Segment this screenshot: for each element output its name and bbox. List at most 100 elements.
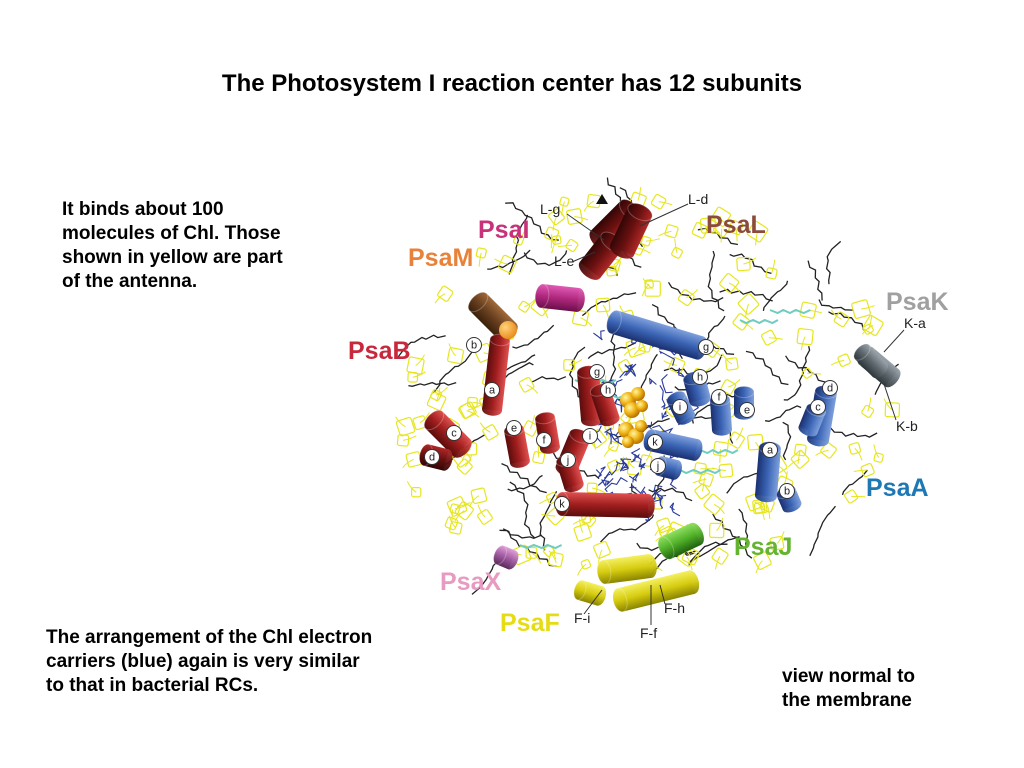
antenna-chl	[656, 517, 672, 534]
antenna-chl-tail	[524, 298, 537, 308]
slide-title: The Photosystem I reaction center has 12…	[221, 70, 803, 97]
antenna-chl	[710, 206, 732, 227]
antenna-chl-tail	[467, 404, 482, 411]
antenna-chl-tail	[603, 445, 614, 457]
antenna-chl	[446, 496, 468, 517]
antenna-chl-tail	[861, 325, 874, 335]
antenna-chl-tail	[654, 524, 665, 537]
lipid-chain	[471, 559, 500, 595]
lipid-chain	[697, 227, 739, 246]
helix-badge: k	[554, 496, 570, 512]
antenna-chl-tail	[860, 305, 875, 310]
antenna-chl	[426, 391, 447, 411]
lipid-chain	[825, 240, 842, 285]
helix-cylinder	[609, 202, 653, 259]
carrier-bond	[613, 398, 623, 413]
electron-carrier-note: The arrangement of the Chl electron carr…	[46, 626, 466, 698]
helix-cylinder	[573, 579, 607, 606]
antenna-chl	[801, 367, 813, 379]
lipid-chain	[762, 280, 789, 312]
label-psak: PsaK	[886, 288, 949, 316]
label-psaj: PsaJ	[734, 533, 792, 561]
antenna-chl-tail	[477, 504, 486, 518]
antenna-chl-tail	[766, 505, 771, 520]
label-f-f: F-f	[640, 625, 657, 641]
antenna-chl	[851, 299, 871, 319]
antenna-chl-tail	[646, 238, 661, 242]
antenna-chl	[699, 216, 717, 234]
helix-badge: f	[711, 389, 727, 405]
antenna-chl-tail	[658, 230, 672, 237]
note-line: to that in bacterial RCs.	[46, 675, 259, 696]
carrier-bond	[625, 365, 637, 377]
lipid-chain	[719, 288, 773, 302]
antenna-chl	[709, 522, 725, 539]
antenna-chl-tail	[611, 259, 621, 272]
helix-badge: c	[810, 399, 826, 415]
note-line: view normal to	[782, 666, 916, 687]
antenna-chl	[563, 359, 576, 371]
helix-badge: f	[536, 432, 552, 448]
antenna-chl-tail	[403, 435, 417, 441]
antenna-chl-tail	[714, 555, 721, 570]
antenna-chl	[430, 389, 443, 402]
antenna-chl-tail	[716, 517, 724, 531]
antenna-chl	[644, 280, 661, 297]
antenna-chl	[693, 462, 707, 476]
carrier-bond	[661, 411, 669, 420]
antenna-chl	[406, 356, 425, 375]
antenna-chl-tail	[602, 304, 609, 319]
helix-badge: a	[762, 442, 778, 458]
antenna-chl-tail	[713, 503, 725, 514]
label-psai: PsaI	[478, 216, 529, 244]
psam-cap	[499, 321, 517, 339]
antenna-chl	[593, 540, 611, 559]
carotenoid	[739, 318, 779, 325]
label-f-i: F-i	[574, 610, 590, 626]
antenna-chl	[664, 224, 679, 239]
carrier-bond	[595, 466, 606, 478]
antenna-chl-tail	[686, 289, 698, 298]
antenna-chl-tail	[623, 347, 636, 356]
lipid-chain	[783, 346, 811, 401]
lipid-chain	[581, 292, 637, 317]
antenna-chl-tail	[625, 456, 635, 469]
triangle-marker-icon	[596, 194, 608, 204]
antenna-chl-tail	[633, 345, 646, 356]
antenna-chl	[467, 396, 478, 408]
antenna-chl-tail	[720, 228, 723, 243]
svg-text:c: c	[451, 428, 457, 440]
svg-text:e: e	[744, 405, 750, 417]
helix-cylinder	[534, 283, 585, 312]
lipid-chain	[539, 491, 558, 551]
carotenoid	[679, 468, 721, 475]
label-psax: PsaX	[440, 568, 501, 596]
antenna-chl-tail	[800, 336, 806, 351]
antenna-chl-tail	[743, 257, 757, 265]
antenna-chl-tail	[776, 531, 785, 544]
lipid-chain	[648, 487, 693, 502]
antenna-chl	[532, 451, 546, 465]
helix-badge: a	[484, 382, 500, 398]
antenna-chl-tail	[464, 454, 473, 467]
note-line: carriers (blue) again is very similar	[46, 651, 360, 672]
transmembrane-helices	[418, 198, 901, 613]
antenna-chl	[728, 219, 744, 236]
lipid-chain	[507, 474, 543, 492]
lipid-chain	[523, 250, 568, 267]
antenna-chl	[482, 424, 499, 441]
antenna-chl-tail	[815, 449, 829, 456]
svg-text:f: f	[542, 435, 546, 447]
antenna-chl-tail	[692, 478, 707, 484]
carrier-bond	[658, 350, 676, 366]
lipid-chain	[396, 334, 446, 359]
lipid-chain	[512, 324, 555, 349]
svg-text:h: h	[605, 385, 611, 397]
carrier-bond	[638, 462, 646, 470]
antenna-chl	[747, 433, 764, 451]
antenna-chl	[580, 559, 592, 570]
helix-cylinder	[493, 545, 519, 570]
view-note: view normal to the membrane	[782, 665, 982, 713]
helix-cylinder	[657, 522, 704, 560]
helix-badge: g	[589, 364, 605, 380]
